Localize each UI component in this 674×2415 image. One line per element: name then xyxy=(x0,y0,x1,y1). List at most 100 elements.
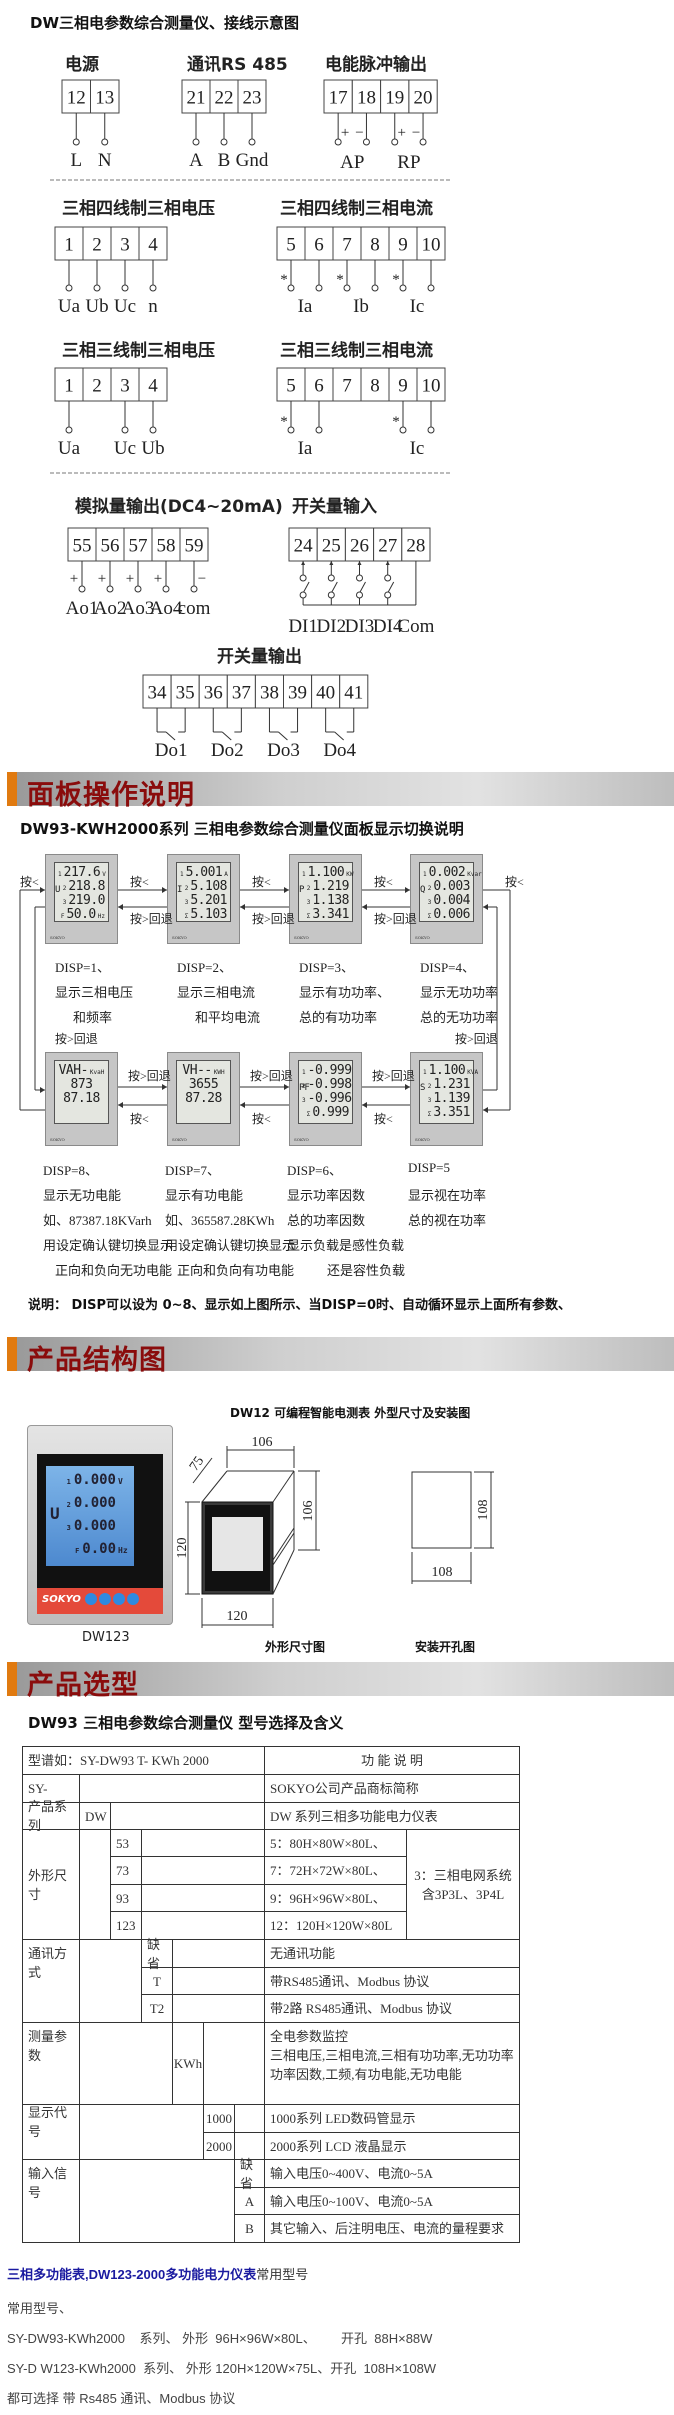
table-cell: 3：三相电网系统 含3P3L、3P4L xyxy=(406,1829,520,1940)
disp-caption: 总的视在功率 xyxy=(408,1213,487,1228)
lcd-row-value: 0.999 xyxy=(312,1105,349,1120)
device-lcd-letter: U xyxy=(50,1504,60,1523)
lcd-row-index: Σ xyxy=(427,1111,432,1118)
lcd-row-value: 1.100 xyxy=(428,1063,466,1078)
terminal-contact-icon xyxy=(343,284,351,292)
terminal-number: 55 xyxy=(73,536,92,557)
diagram-title-i3: 三相三线制三相电流 xyxy=(280,340,433,361)
device-button-1[interactable] xyxy=(99,1593,111,1605)
terminal-number: 58 xyxy=(157,536,176,557)
lcd-row-index: 1 xyxy=(58,871,62,878)
lcd-row-index: F xyxy=(60,913,65,920)
lcd-unit: Hz xyxy=(97,913,105,920)
lcd-row-value: 87.18 xyxy=(63,1091,100,1106)
device-lcd-unit: Hz xyxy=(118,1546,128,1555)
disp-caption: DISP=1、 xyxy=(55,960,111,975)
terminal-contact-icon xyxy=(121,426,129,434)
lcd-row-index: 2 xyxy=(427,1083,432,1090)
outline xyxy=(272,1532,295,1566)
terminal-label: Ib xyxy=(353,296,369,317)
lcd-row: 873 xyxy=(58,1077,105,1092)
terminal-contact-icon xyxy=(371,284,379,292)
lcd-row-value: 1.100 xyxy=(307,865,345,880)
lcd-row-value: 0.006 xyxy=(433,907,470,922)
product-link[interactable]: 三相多功能表,DW123-2000多功能电力仪表 xyxy=(7,2267,257,2282)
terminal-number: 7 xyxy=(342,235,352,256)
table-cell-empty xyxy=(79,2159,235,2243)
lcd-row-value: 218.8 xyxy=(68,879,105,894)
section-banner-panel: 面板操作说明 xyxy=(7,772,674,811)
polarity-sign: − xyxy=(355,125,363,141)
polarity-sign: + xyxy=(98,571,106,587)
device-button-0[interactable] xyxy=(85,1593,97,1605)
lcd-unit: KW xyxy=(346,871,354,878)
lcd-row-value: 3.351 xyxy=(433,1105,470,1120)
disp-caption: 和频率 xyxy=(73,1010,113,1025)
disp-caption: DISP=2、 xyxy=(177,960,233,975)
device-lcd-value: 0.000 xyxy=(73,1472,116,1488)
terminal-contact-icon xyxy=(399,284,407,292)
terminal-cell xyxy=(138,367,168,402)
polarity-mark: * xyxy=(280,414,288,430)
table-cell: 123 xyxy=(110,1911,142,1940)
lcd-row-index: 2 xyxy=(302,1083,306,1090)
terminal-cell xyxy=(110,226,140,261)
outline xyxy=(201,1470,228,1503)
disp-caption: 显示三相电流 xyxy=(177,985,256,1000)
table-cell: 9：96H×96W×80L、 xyxy=(264,1884,407,1912)
terminal-label: N xyxy=(98,150,112,171)
lcd-row: 87.18 xyxy=(58,1091,105,1106)
polarity-mark: * xyxy=(280,272,288,288)
terminal-contact-icon xyxy=(299,591,307,599)
terminal-contact-icon xyxy=(427,426,435,434)
terminal-number: 19 xyxy=(385,88,404,109)
terminal-contact-icon xyxy=(384,591,392,599)
table-cell-empty xyxy=(79,1829,111,1940)
terminal-number: 13 xyxy=(95,88,114,109)
terminal-contact-icon xyxy=(327,574,335,582)
dim-line xyxy=(192,1457,213,1484)
terminal-number: 6 xyxy=(314,376,324,397)
table-cell: 输入信号 xyxy=(22,2159,80,2243)
terminal-label: Ic xyxy=(410,438,425,459)
disp-caption: 总的有功功率 xyxy=(299,1010,378,1025)
terminal-label: Ic xyxy=(410,296,425,317)
lcd-row-value: 0.002 xyxy=(428,865,466,880)
disp-caption: 显示功率因数 xyxy=(287,1188,366,1203)
terminal-cell xyxy=(82,367,112,402)
table-cell: 5：80H×80W×80L、 xyxy=(264,1829,407,1857)
terminal-number: 59 xyxy=(185,536,204,557)
terminal-number: 37 xyxy=(232,683,251,704)
lcd-row-value: -0.999 xyxy=(307,1063,352,1078)
diagram-title-di: 开关量输入 xyxy=(292,496,377,517)
terminal-cell xyxy=(408,79,438,114)
back-hint: 按>回退 xyxy=(252,912,295,926)
diagram-title-do: 开关量输出 xyxy=(217,646,302,667)
forward-hint: 按< xyxy=(374,875,393,889)
device-button-2[interactable] xyxy=(113,1593,125,1605)
disp-caption: 显示有功功率、 xyxy=(299,985,391,1000)
table-cell: 12：120H×120W×80L xyxy=(264,1911,407,1940)
table-cell: A xyxy=(234,2187,265,2215)
brand-logo: SOKYO xyxy=(294,1137,309,1142)
table-cell-empty xyxy=(172,1994,265,2023)
terminal-cell xyxy=(237,79,267,114)
terminal-contact-icon xyxy=(106,585,114,593)
device-button-3[interactable] xyxy=(127,1593,139,1605)
terminal-number: 3 xyxy=(120,376,130,397)
terminal-label: L xyxy=(70,150,82,171)
brand-logo: SOKYO xyxy=(415,935,430,940)
arrow-icon xyxy=(284,887,289,893)
terminal-cell xyxy=(373,527,403,562)
arrow-icon xyxy=(240,904,245,910)
